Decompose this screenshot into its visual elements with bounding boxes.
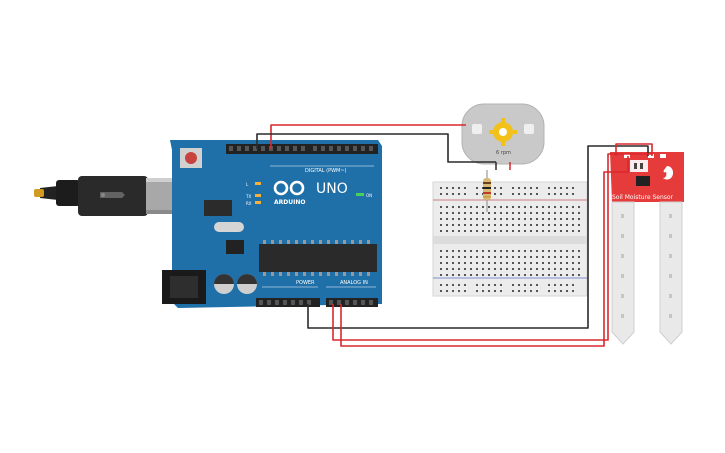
gear-icon [489, 118, 517, 146]
led-l-label: L [246, 182, 249, 187]
digital-header-label: DIGITAL (PWM~) [305, 168, 347, 174]
soil-sensor-label: Soil Moisture Sensor [612, 194, 674, 201]
capacitor [237, 274, 257, 294]
analog-pin-header[interactable] [326, 298, 378, 307]
motor-label: 6 rpm [496, 150, 511, 156]
reset-button[interactable] [180, 148, 202, 168]
wire-black-sensor-gnd[interactable] [307, 145, 649, 329]
soil-moisture-sensor[interactable]: Soil Moisture Sensor [610, 152, 684, 345]
resistor[interactable] [483, 170, 491, 212]
led-rx-label: RX [246, 201, 252, 206]
capacitor [214, 274, 234, 294]
atmega-chip [259, 244, 377, 272]
wire-red-d-pin[interactable] [270, 124, 466, 149]
arduino-logo [273, 180, 305, 196]
wire-black-ground[interactable] [256, 133, 496, 163]
breadboard[interactable] [432, 181, 588, 297]
power-label: POWER [296, 280, 315, 286]
arduino-brand: ARDUINO [274, 199, 305, 206]
arduino-uno-board[interactable]: DIGITAL (PWM~) L TX RX ARDUINO UNO ON [162, 140, 382, 308]
arduino-model: UNO [316, 181, 348, 197]
sparkfun-flame-icon [663, 166, 674, 180]
on-label: ON [366, 193, 372, 198]
analog-label: ANALOG IN [340, 280, 368, 286]
power-pin-header[interactable] [256, 298, 320, 307]
dc-motor[interactable]: 6 rpm [461, 103, 545, 170]
wire-red-sensor-top[interactable] [615, 143, 653, 156]
led-tx-label: TX [245, 194, 251, 199]
wire-red-sensor-sig[interactable] [340, 156, 629, 347]
wire-red-sensor-vcc[interactable] [332, 153, 652, 341]
